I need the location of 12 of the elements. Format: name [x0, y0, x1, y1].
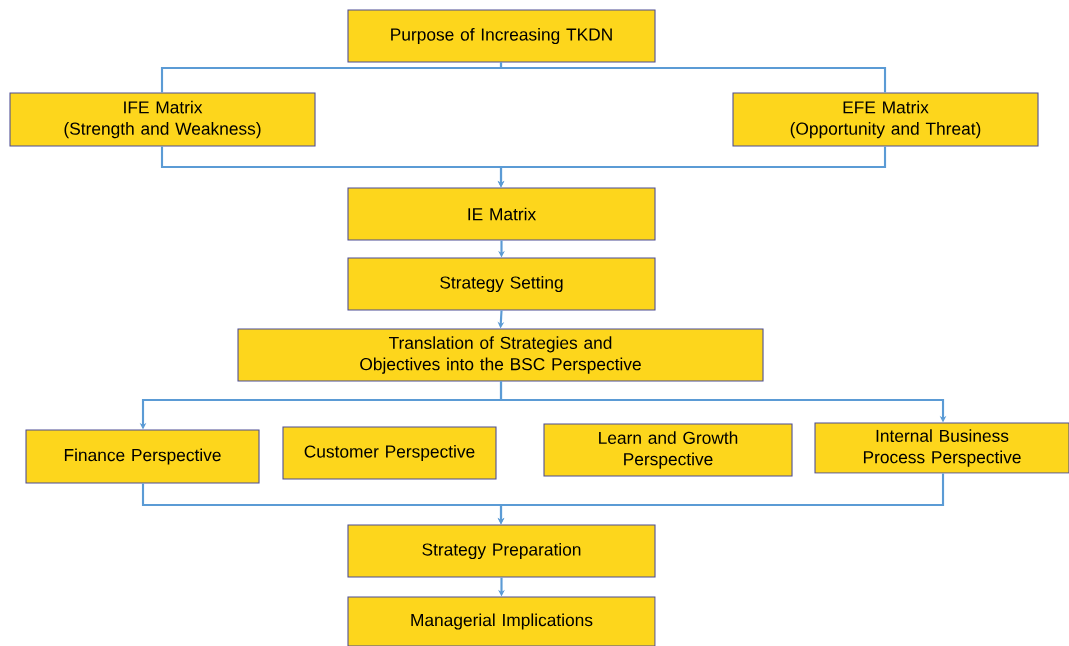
process-box: Internal Business Process Perspective [814, 422, 1069, 474]
process-box: Strategy Preparation [347, 524, 656, 578]
process-box: IE Matrix [347, 187, 656, 241]
process-box: Customer Perspective [282, 426, 497, 480]
process-box: Finance Perspective [25, 429, 260, 484]
process-box: Managerial Implications [347, 596, 656, 646]
process-box: Translation of Strategies and Objectives into the BSC Perspective [237, 328, 764, 382]
process-box: Learn and Growth Perspective [543, 423, 793, 477]
process-box: Strategy Setting [347, 257, 656, 311]
process-box: IFE Matrix (Strength and Weakness) [9, 92, 316, 147]
process-box: EFE Matrix (Opportunity and Threat) [732, 92, 1039, 147]
process-box: Purpose of Increasing TKDN [347, 9, 656, 63]
